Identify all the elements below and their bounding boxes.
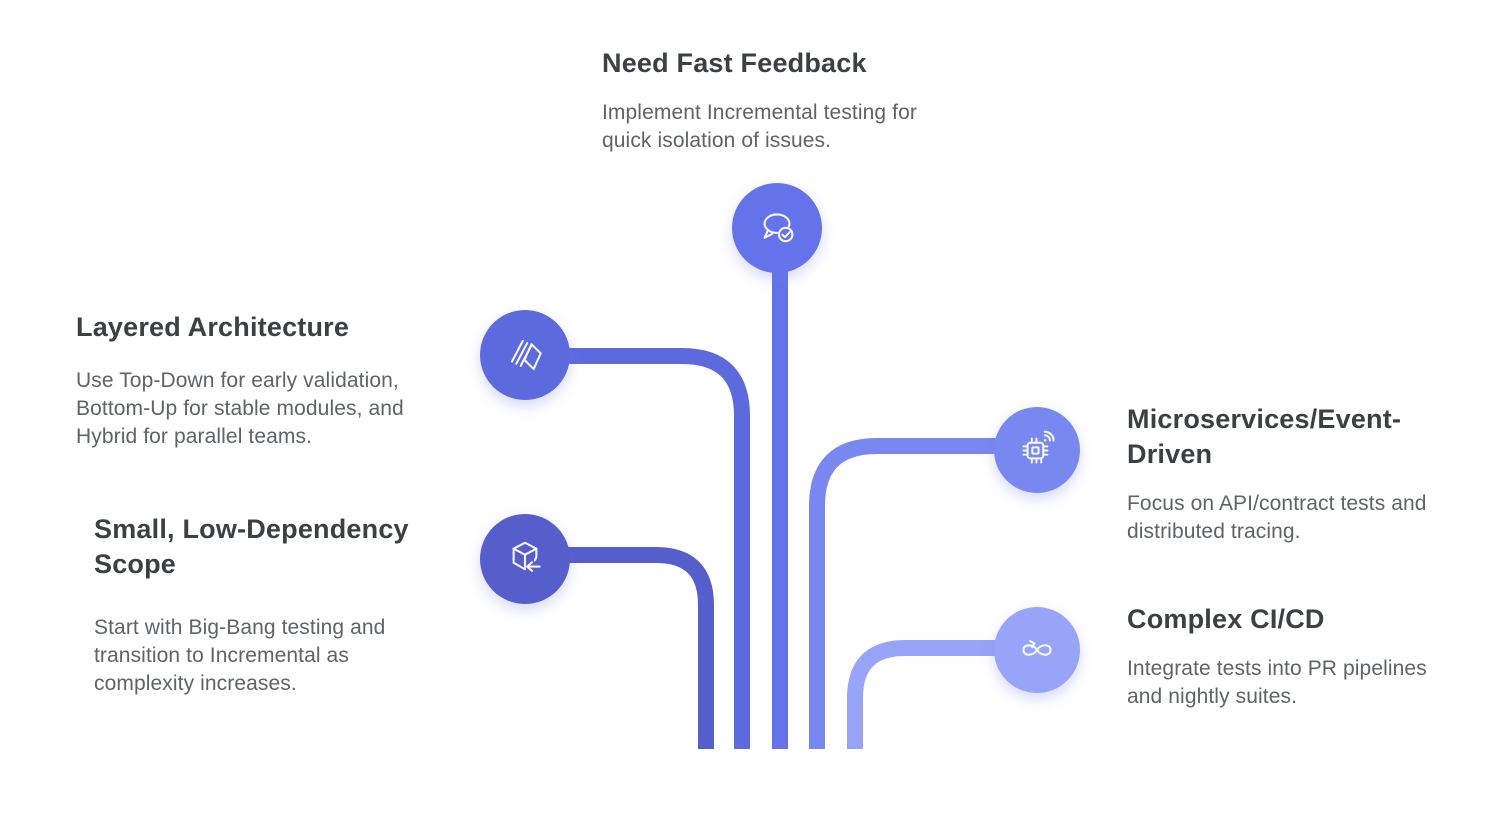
connector-small-low-dependency-scope [525,547,714,749]
connector-microservices-event-driven [809,438,1037,749]
microservices-event-driven-title: Microservices/Event- Driven [1127,404,1402,469]
microservices-event-driven-node [994,407,1080,493]
need-fast-feedback-description: Implement Incremental testing for quick … [602,101,917,152]
microservices-event-driven-description: Focus on API/contract tests and distribu… [1127,492,1427,543]
need-fast-feedback-node [732,183,822,273]
complex-ci-cd-description: Integrate tests into PR pipelines and ni… [1127,657,1427,708]
complex-ci-cd-text-block: Complex CI/CD Integrate tests into PR pi… [1127,602,1507,711]
layered-architecture-text-block: Layered Architecture Use Top-Down for ea… [76,310,516,451]
small-low-dependency-scope-description: Start with Big-Bang testing and transiti… [94,616,386,695]
layers-icon [510,339,542,371]
need-fast-feedback-title: Need Fast Feedback [602,48,867,78]
connector-layered-architecture [525,348,750,749]
need-fast-feedback-text-block: Need Fast Feedback Implement Incremental… [602,46,1042,155]
connector-complex-ci-cd [847,640,1037,749]
chip-wifi-icon [1022,430,1055,464]
cube-import-icon [512,541,541,572]
small-low-dependency-scope-node [480,514,570,604]
complex-ci-cd-title: Complex CI/CD [1127,604,1325,634]
layered-architecture-title: Layered Architecture [76,312,350,342]
infinity-icon [1022,640,1052,656]
layered-architecture-description: Use Top-Down for early validation, Botto… [76,369,404,448]
complex-ci-cd-node [994,607,1080,693]
layered-architecture-node [480,310,570,400]
chat-check-icon [763,213,794,243]
microservices-event-driven-text-block: Microservices/Event- Driven Focus on API… [1127,402,1507,546]
small-low-dependency-scope-text-block: Small, Low-Dependency Scope Start with B… [94,512,554,698]
small-low-dependency-scope-title: Small, Low-Dependency Scope [94,514,409,579]
